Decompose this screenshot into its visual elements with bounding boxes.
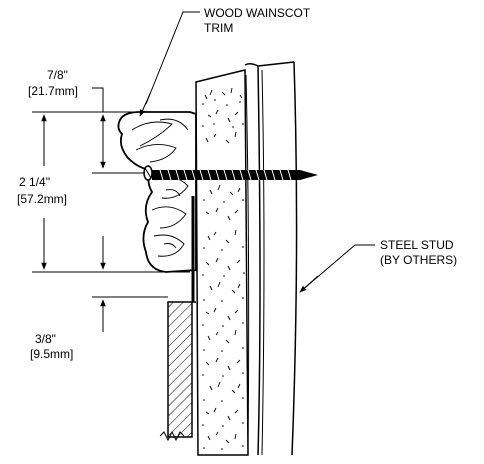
trim-label: WOOD WAINSCOT TRIM (204, 6, 311, 35)
wall-board (195, 69, 249, 456)
svg-text:[21.7mm]: [21.7mm] (28, 84, 78, 98)
svg-text:TRIM: TRIM (204, 21, 233, 35)
depth-dimension: 7/8" [21.7mm] (28, 68, 78, 98)
wood-grain (131, 118, 189, 257)
svg-text:STEEL STUD: STEEL STUD (380, 238, 454, 252)
board-speckle (204, 87, 243, 444)
board-dots (202, 99, 245, 450)
svg-text:(BY OTHERS): (BY OTHERS) (380, 253, 457, 267)
svg-text:3/8": 3/8" (35, 332, 56, 346)
svg-text:[9.5mm]: [9.5mm] (30, 347, 73, 361)
svg-text:WOOD WAINSCOT: WOOD WAINSCOT (204, 6, 311, 20)
svg-text:2 1/4": 2 1/4" (19, 175, 50, 189)
stud-label: STEEL STUD (BY OTHERS) (380, 238, 457, 267)
wood-trim (117, 111, 197, 273)
screw (143, 165, 318, 181)
dimension-lines (32, 11, 375, 332)
svg-text:[57.2mm]: [57.2mm] (17, 192, 67, 206)
base-strip (159, 301, 196, 442)
svg-text:7/8": 7/8" (47, 68, 68, 82)
reveal-dimension: 3/8" [9.5mm] (30, 332, 73, 361)
leader-arrows (139, 93, 319, 293)
height-dimension: 2 1/4" [57.2mm] (17, 175, 67, 206)
steel-stud (244, 61, 298, 456)
